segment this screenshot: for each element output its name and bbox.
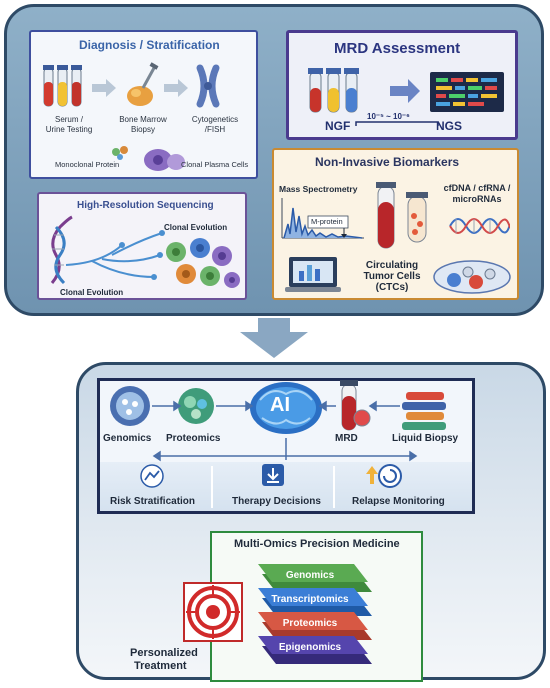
hrs-clonal-bottom: Clonal Evolution: [60, 288, 124, 297]
cell-icon: [178, 388, 214, 424]
ai-input-proteomics: Proteomics: [166, 433, 221, 444]
document-download-icon: [262, 464, 284, 486]
omics-layer-epigenomics: Epigenomics: [278, 642, 342, 653]
serum-label-1: Serum /: [54, 115, 83, 124]
cell-icon: [110, 386, 150, 426]
ai-inputs-graphic: [110, 380, 446, 462]
serum-label-2: Urine Testing: [45, 125, 93, 134]
diagnosis-title: Diagnosis / Stratification: [79, 38, 220, 52]
brain-icon: [250, 382, 322, 434]
test-tube-icon: [43, 65, 82, 107]
multiomics-title: Multi-Omics Precision Medicine: [234, 538, 400, 550]
flow-arrow-icon: [390, 79, 420, 103]
test-tube-icon: [340, 380, 371, 431]
ai-input-mrd: MRD: [335, 433, 358, 444]
mrd-icons: [308, 68, 504, 113]
ai-output-risk: Risk Stratification: [110, 496, 196, 507]
mrd-ngs: NGS: [436, 119, 463, 133]
chromosome-icon: [196, 64, 220, 108]
flow-arrow-icon: [152, 400, 418, 462]
sequencer-screen-icon: [430, 72, 504, 112]
ai-input-genomics: Genomics: [103, 433, 152, 444]
marrow-label-1: Bone Marrow: [119, 115, 167, 124]
ai-label: AI: [270, 394, 290, 416]
ctc-label-2: Tumor Cells: [363, 271, 421, 282]
ai-output-relapse: Relapse Monitoring: [352, 496, 445, 507]
mrd-title: MRD Assessment: [334, 40, 461, 57]
laptop-icon: [285, 257, 341, 292]
dna-tree-icon: [50, 215, 165, 285]
flow-arrow-icon: [164, 79, 188, 97]
omics-layer-proteomics: Proteomics: [282, 618, 338, 629]
personalized-line-2: Treatment: [134, 660, 187, 672]
omics-layer-stack: [258, 564, 372, 664]
target-icon: [183, 582, 243, 642]
cfdna-label-1: cfDNA / cfRNA /: [443, 183, 511, 193]
plasma-label: Clonal Plasma Cells: [181, 160, 249, 169]
cell-icon: [433, 260, 511, 294]
ai-output-therapy: Therapy Decisions: [232, 496, 321, 507]
ai-outputs-icons: [140, 464, 402, 508]
test-tube-icon: [376, 182, 428, 249]
cfdna-label-2: microRNAs: [452, 194, 502, 204]
flow-arrow-icon: [240, 318, 308, 358]
omics-layer-transcriptomics: Transcriptomics: [271, 594, 349, 605]
marrow-label-2: Biopsy: [130, 125, 155, 134]
personalized-line-1: Personalized: [130, 647, 198, 659]
cell-icon: [112, 146, 185, 171]
mrd-sensitivity: 10⁻⁵ ~ 10⁻⁶: [367, 112, 410, 121]
cyto-label-2: /FISH: [204, 125, 226, 134]
monoclonal-label: Monoclonal Protein: [55, 160, 120, 169]
cyto-label-1: Cytogenetics: [191, 115, 239, 124]
m-protein-label: M-protein: [311, 217, 343, 226]
ai-input-liquid-biopsy: Liquid Biopsy: [392, 433, 459, 444]
nib-title: Non-Invasive Biomarkers: [315, 155, 460, 169]
clonal-cells-icon: [166, 238, 240, 288]
flow-arrow-icon: [92, 79, 116, 97]
ctc-label-3: (CTCs): [375, 282, 409, 293]
chart-icon: [140, 464, 164, 488]
blood-tubes-icon: [376, 182, 428, 249]
plasma-cells-icon: [112, 146, 185, 171]
ctc-cells-icon: [433, 260, 511, 294]
mass-spectrum-chart-icon: [281, 198, 364, 239]
syringe-icon: [127, 62, 159, 106]
cell-icon: [166, 238, 240, 288]
ctc-label-1: Circulating: [365, 260, 419, 271]
refresh-icon: [366, 464, 402, 488]
test-tube-icon: [308, 68, 359, 113]
dna-icon: [449, 218, 510, 234]
dna-icon: [50, 215, 73, 285]
hrs-clonal-right: Clonal Evolution: [164, 223, 228, 232]
liquid-biopsy-icon: [402, 392, 446, 430]
omics-layer-genomics: Genomics: [285, 570, 335, 581]
mrd-bracket: [355, 121, 439, 126]
mass-spec-label: Mass Spectrometry: [279, 184, 358, 194]
hrs-title: High-Resolution Sequencing: [77, 200, 214, 211]
mrd-ngf: NGF: [325, 119, 351, 133]
diagnosis-icons: [43, 62, 220, 108]
